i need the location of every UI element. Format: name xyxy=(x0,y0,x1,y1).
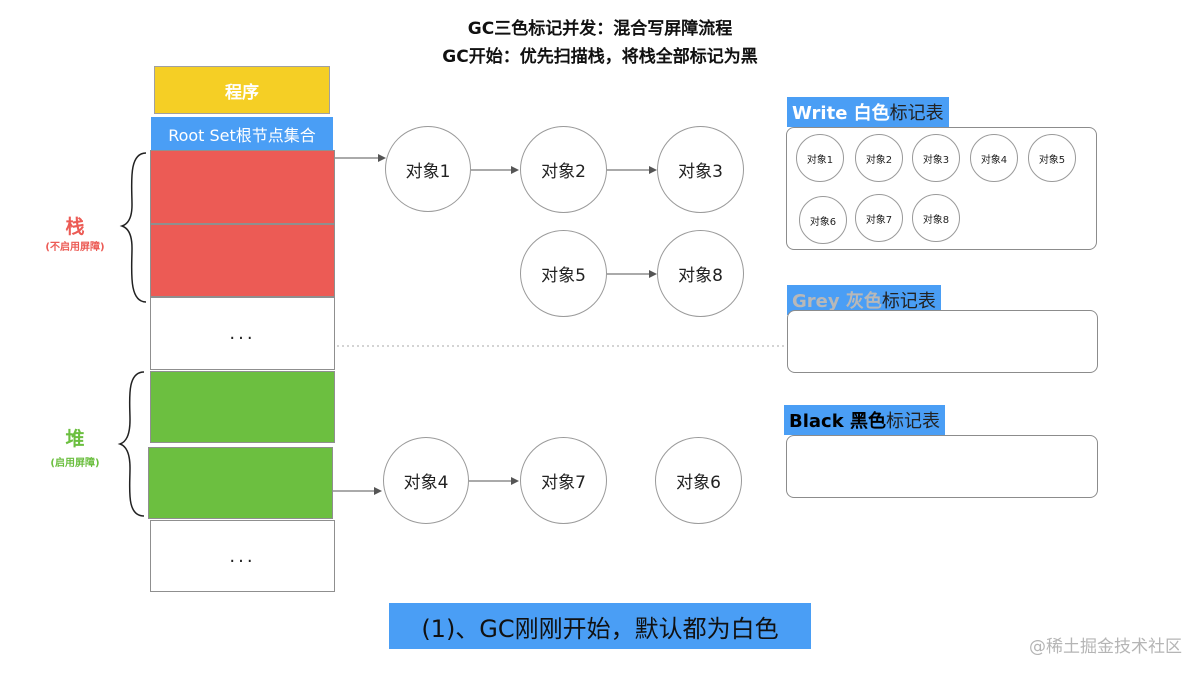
object-node-3: 对象3 xyxy=(657,126,744,213)
object-node-6: 对象6 xyxy=(655,437,742,524)
heap-brace xyxy=(117,371,145,517)
diagram-title-line2: GC开始：优先扫描栈，将栈全部标记为黑 xyxy=(442,47,758,67)
step-caption: (1)、GC刚刚开始，默认都为白色 xyxy=(389,603,811,649)
black-table-title-cn: 标记表 xyxy=(885,411,940,432)
grey-table-title-cn: 标记表 xyxy=(881,291,936,312)
stack-ellipsis: ... xyxy=(150,297,335,370)
stack-block-2 xyxy=(150,224,335,297)
black-table-title: Black 黑色 标记表 xyxy=(784,405,945,435)
heap-ellipsis: ... xyxy=(150,520,335,592)
white-item-1: 对象1 xyxy=(796,134,844,182)
black-table-panel xyxy=(786,435,1098,498)
object-node-8: 对象8 xyxy=(657,230,744,317)
white-item-7: 对象7 xyxy=(855,194,903,242)
heap-label: 堆 xyxy=(65,428,85,450)
grey-table-panel xyxy=(787,310,1098,373)
white-item-8: 对象8 xyxy=(912,194,960,242)
grey-table-title-en: Grey 灰色 xyxy=(792,291,882,312)
white-item-5: 对象5 xyxy=(1028,134,1076,182)
white-item-4: 对象4 xyxy=(970,134,1018,182)
white-table-title-en: Write 白色 xyxy=(792,103,890,124)
program-box: 程序 xyxy=(154,66,330,114)
object-node-4: 对象4 xyxy=(383,437,469,524)
watermark: @稀土掘金技术社区 xyxy=(1029,637,1182,657)
root-set-label: Root Set根节点集合 xyxy=(151,117,333,150)
object-node-1: 对象1 xyxy=(385,126,471,212)
black-table-title-en: Black 黑色 xyxy=(789,411,886,432)
white-table-title-cn: 标记表 xyxy=(889,103,944,124)
heap-block-1 xyxy=(150,371,335,443)
object-node-7: 对象7 xyxy=(520,437,607,524)
stack-note: (不启用屏障) xyxy=(45,242,105,253)
object-node-5: 对象5 xyxy=(520,230,607,317)
stack-brace xyxy=(119,152,147,303)
white-item-6: 对象6 xyxy=(799,196,847,244)
object-node-2: 对象2 xyxy=(520,126,607,213)
heap-block-2 xyxy=(148,447,333,519)
white-item-2: 对象2 xyxy=(855,134,903,182)
diagram-title-line1: GC三色标记并发：混合写屏障流程 xyxy=(467,19,733,39)
heap-note: (启用屏障) xyxy=(50,458,100,469)
white-table-title: Write 白色 标记表 xyxy=(787,97,949,127)
stack-label: 栈 xyxy=(65,216,85,238)
white-item-3: 对象3 xyxy=(912,134,960,182)
stack-block-1 xyxy=(150,150,335,224)
